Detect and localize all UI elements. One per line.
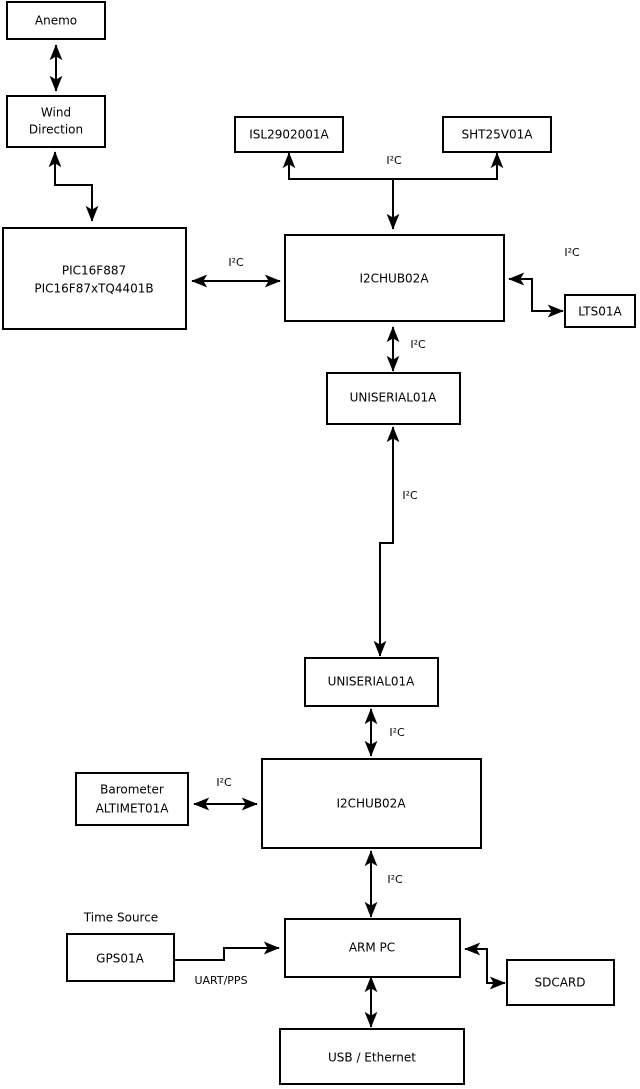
connector-armpc-sdcard — [464, 942, 506, 990]
node-i2chub02a-top[interactable]: I2CHUB02A — [284, 234, 505, 322]
node-lts01a-label: LTS01A — [578, 305, 622, 319]
node-lts01a-box[interactable] — [564, 294, 636, 328]
node-gps01a-box[interactable] — [66, 933, 175, 982]
label-time-source: Time Source — [83, 911, 158, 925]
connector-gps-armpc — [175, 941, 280, 961]
edge-label-hub-sensors: I²C — [386, 154, 402, 167]
node-i2chub02a-top-label: I2CHUB02A — [359, 272, 429, 286]
node-anemo-label: Anemo — [35, 14, 77, 28]
node-gps01a[interactable]: GPS01A — [66, 933, 175, 982]
edge-label-hub-uniserial: I²C — [410, 338, 426, 351]
edge-label-pic-hub: I²C — [228, 256, 244, 269]
node-i2chub02a-bottom-box[interactable] — [261, 758, 482, 849]
node-sht25v01a-label: SHT25V01A — [462, 128, 534, 142]
node-barometer-label-line2: ALTIMET01A — [96, 802, 170, 816]
node-isl2902001a-box[interactable] — [234, 116, 344, 153]
node-usb-ethernet-label: USB / Ethernet — [328, 1051, 416, 1065]
node-uniserial01a-bottom-box[interactable] — [304, 657, 439, 707]
edge-label-uniserial-link: I²C — [402, 489, 418, 502]
node-wind-direction-box[interactable] — [6, 95, 106, 148]
node-sdcard-label: SDCARD — [534, 976, 585, 990]
node-arm-pc-box[interactable] — [284, 918, 461, 978]
node-uniserial01a-top[interactable]: UNISERIAL01A — [326, 372, 461, 425]
connector-hubtop-sensors — [282, 152, 504, 230]
edge-label-gps-armpc: UART/PPS — [194, 974, 247, 987]
connector-uniserial-link — [373, 426, 400, 657]
node-uniserial01a-bottom[interactable]: UNISERIAL01A — [304, 657, 439, 707]
node-anemo[interactable]: Anemo — [6, 1, 106, 40]
node-pic-box[interactable] — [2, 227, 187, 330]
node-usb-ethernet[interactable]: USB / Ethernet — [279, 1028, 465, 1085]
node-isl2902001a-label: ISL2902001A — [249, 128, 329, 142]
node-gps01a-label: GPS01A — [96, 952, 144, 966]
node-pic-label-line2: PIC16F87xTQ4401B — [34, 282, 153, 296]
connector-wind-pic — [48, 151, 99, 222]
node-barometer[interactable]: Barometer ALTIMET01A — [75, 772, 189, 826]
node-uniserial01a-top-label: UNISERIAL01A — [350, 391, 438, 405]
node-wind-direction[interactable]: Wind Direction — [6, 95, 106, 148]
edge-label-hub-armpc: I²C — [387, 873, 403, 886]
node-isl2902001a[interactable]: ISL2902001A — [234, 116, 344, 153]
node-arm-pc[interactable]: ARM PC — [284, 918, 461, 978]
node-barometer-label-line1: Barometer — [100, 783, 164, 797]
node-barometer-box[interactable] — [75, 772, 189, 826]
node-sht25v01a-box[interactable] — [442, 116, 552, 153]
node-uniserial01a-bottom-label: UNISERIAL01A — [328, 675, 416, 689]
node-pic-label-line1: PIC16F887 — [62, 264, 126, 278]
node-pic[interactable]: PIC16F887 PIC16F87xTQ4401B — [2, 227, 187, 330]
node-arm-pc-label: ARM PC — [349, 941, 395, 955]
node-uniserial01a-top-box[interactable] — [326, 372, 461, 425]
edge-label-uniserial-hub-bot: I²C — [389, 726, 405, 739]
node-wind-direction-label-line1: Wind — [41, 106, 71, 120]
node-sdcard-box[interactable] — [506, 959, 615, 1006]
connector-hubtop-lts — [508, 272, 564, 318]
node-i2chub02a-bottom-label: I2CHUB02A — [336, 797, 406, 811]
node-i2chub02a-bottom[interactable]: I2CHUB02A — [261, 758, 482, 849]
node-lts01a[interactable]: LTS01A — [564, 294, 636, 328]
node-wind-direction-label-line2: Direction — [29, 123, 83, 137]
node-anemo-box[interactable] — [6, 1, 106, 40]
node-sdcard[interactable]: SDCARD — [506, 959, 615, 1006]
node-usb-ethernet-box[interactable] — [279, 1028, 465, 1085]
edge-label-hub-lts: I²C — [564, 246, 580, 259]
node-i2chub02a-top-box[interactable] — [284, 234, 505, 322]
edge-label-barometer-hub: I²C — [216, 776, 232, 789]
node-sht25v01a[interactable]: SHT25V01A — [442, 116, 552, 153]
